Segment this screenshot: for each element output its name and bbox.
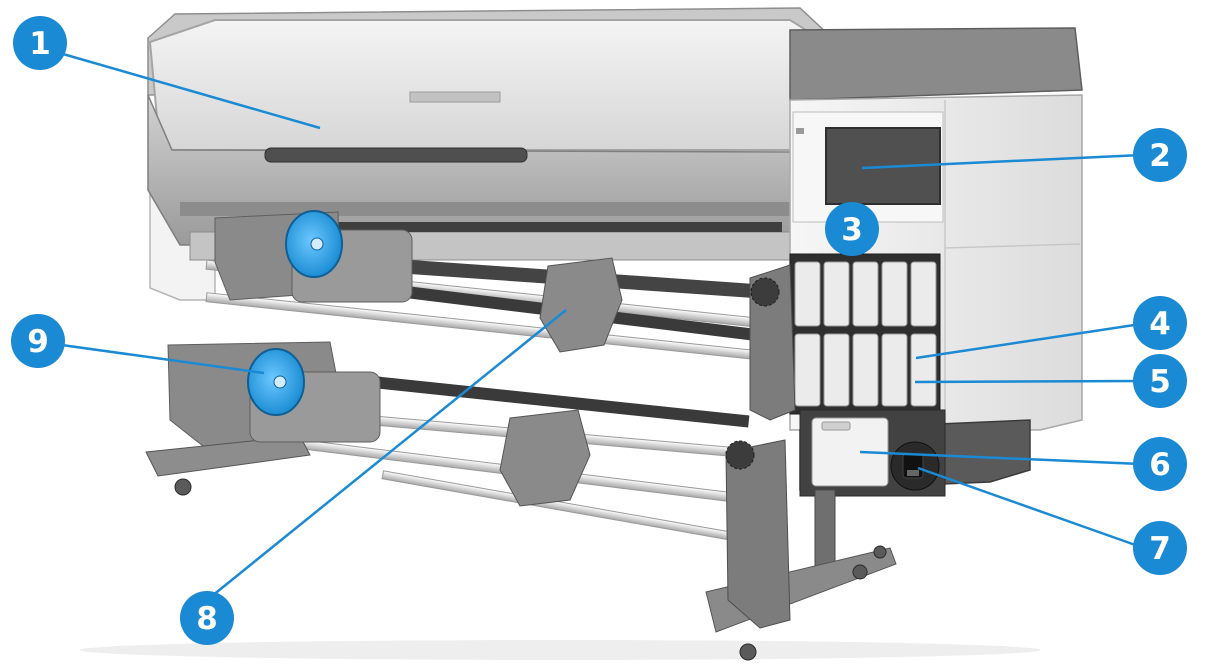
power-switch-rocker [907,470,919,476]
window-latch [409,91,501,103]
right-side-plate-lower [725,439,791,629]
callout-8: 8 [180,591,234,645]
upper-spindle [262,222,782,232]
cartridge[interactable] [910,333,937,407]
callout-circle [1133,354,1187,408]
lower-hub-center [273,375,287,389]
right-housing-top [789,27,1083,101]
leader-line-2 [861,153,1143,170]
upper-hub-center [310,237,324,251]
cartridge[interactable] [910,261,937,327]
leader-line-8 [206,309,567,601]
media-holder-upper[interactable] [539,257,623,353]
floor-shadow [80,640,1040,660]
cartridge[interactable] [794,333,821,407]
leader-line-7 [917,466,1142,549]
front-panel-logo [796,128,804,134]
callout-circle [1133,128,1187,182]
caster [852,564,868,580]
callout-label-4: 4 [1149,306,1171,342]
callout-circle [825,202,879,256]
cartridge[interactable] [881,261,908,327]
gear-icon [725,440,755,470]
callout-circle [180,591,234,645]
callout-label-9: 9 [27,324,49,360]
callout-4: 4 [1133,296,1187,350]
callout-circle [1133,437,1187,491]
callout-1: 1 [13,16,67,70]
ink-cartridge-bay [789,253,941,415]
housing-seam-2 [944,243,1081,249]
leader-line-4 [915,322,1142,360]
cartridge[interactable] [794,261,821,327]
cartridge[interactable] [881,333,908,407]
media-holder-lower[interactable] [499,409,591,507]
caster [739,643,757,661]
gear-icon [750,277,780,307]
callout-9: 9 [11,314,65,368]
callout-3: 3 [825,202,879,256]
maintenance-cartridge-handle [821,421,851,431]
callout-badges: 1 2 3 4 5 6 7 8 [11,16,1187,645]
leader-line-9 [39,340,265,375]
callout-2: 2 [1133,128,1187,182]
callout-7: 7 [1133,521,1187,575]
lower-spindle [300,368,750,428]
cartridge[interactable] [823,333,850,407]
caster [873,545,887,559]
callout-label-2: 2 [1149,138,1171,174]
front-trim [180,202,800,216]
leader-line-6 [859,450,1142,466]
callout-circle [1133,296,1187,350]
cartridge[interactable] [852,333,879,407]
callout-circle [13,16,67,70]
callout-leaders [39,50,1143,601]
callout-label-1: 1 [29,26,51,62]
callout-5: 5 [1133,354,1187,408]
left-base [145,435,311,477]
callout-circle [1133,521,1187,575]
leader-line-5 [914,379,1142,384]
cartridge[interactable] [823,261,850,327]
callout-circle [11,314,65,368]
caster [174,478,192,496]
callout-label-8: 8 [196,601,218,637]
callout-label-3: 3 [841,212,863,248]
callout-label-7: 7 [1149,531,1171,567]
callout-label-5: 5 [1149,364,1171,400]
callout-6: 6 [1133,437,1187,491]
printer-illustration [80,7,1083,661]
printer-window[interactable] [148,19,824,151]
front-handle[interactable] [264,147,528,163]
callout-label-6: 6 [1149,447,1171,483]
cartridge[interactable] [852,261,879,327]
leader-line-1 [55,50,321,130]
